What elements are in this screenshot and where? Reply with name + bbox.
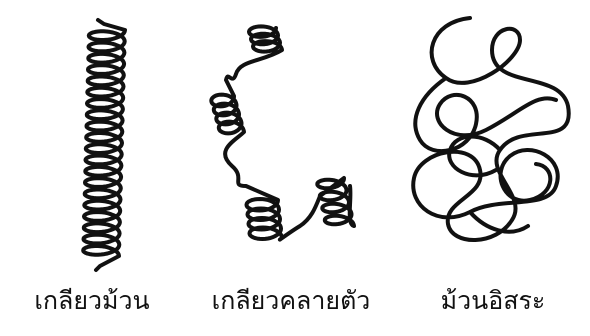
partly-uncoiled-coil-icon (211, 26, 354, 239)
random-coil-label: ม้วนอิสระ (441, 281, 546, 321)
uncoiled-coil-label: เกลียวคลายตัว (212, 281, 371, 321)
random-coil-icon (413, 18, 569, 240)
tight-coil-icon (83, 20, 125, 270)
tight-coil-label: เกลียวม้วน (34, 281, 149, 321)
